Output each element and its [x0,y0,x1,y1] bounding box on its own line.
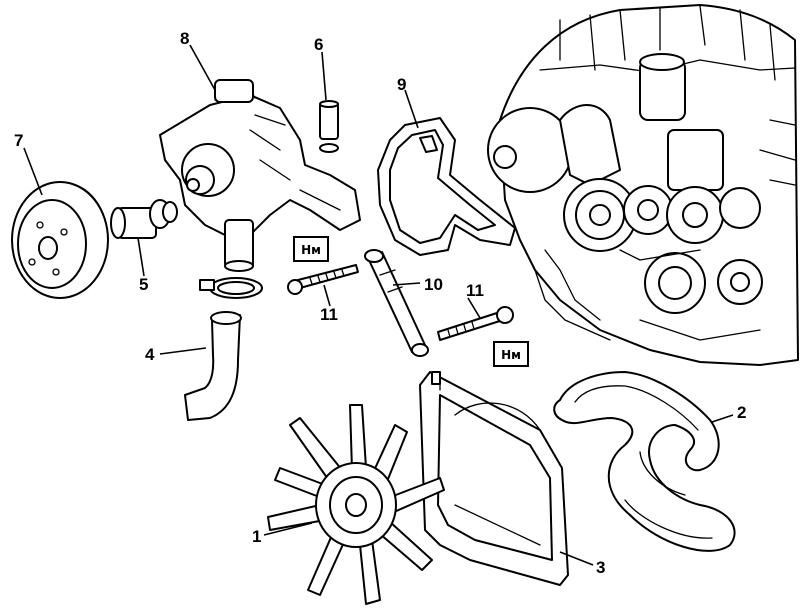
callout-9: 9 [397,75,406,94]
callout-1: 1 [252,527,261,546]
damper-10 [364,249,429,357]
callout-10: 10 [424,275,443,294]
leader-lines [23,44,734,566]
drive-belt-2 [553,371,736,552]
callout-8: 8 [180,29,189,48]
bolt-11-left [287,264,359,295]
svg-text:Нм: Нм [301,243,321,257]
water-pump-8 [159,79,361,272]
pulley-7 [11,181,109,299]
bolt-11-right [437,306,514,341]
sensor-6 [319,100,339,153]
hose-4 [184,277,263,421]
engine-assembly [487,4,799,366]
fan-shroud-3 [419,371,569,586]
callout-3: 3 [596,558,605,577]
callout-4: 4 [145,345,155,364]
thermostat-5 [110,199,178,239]
torque-badge-b: Нм [493,341,529,367]
callout-5: 5 [139,275,148,294]
gasket-9 [377,117,516,256]
callout-7: 7 [14,131,23,150]
torque-badge-a: Нм [293,236,329,262]
callout-2: 2 [737,403,746,422]
fan-1 [267,404,445,605]
callout-11-left: 11 [320,305,338,324]
callout-11-right: 11 [466,281,484,300]
callout-6: 6 [314,35,323,54]
svg-text:Нм: Нм [501,348,521,362]
